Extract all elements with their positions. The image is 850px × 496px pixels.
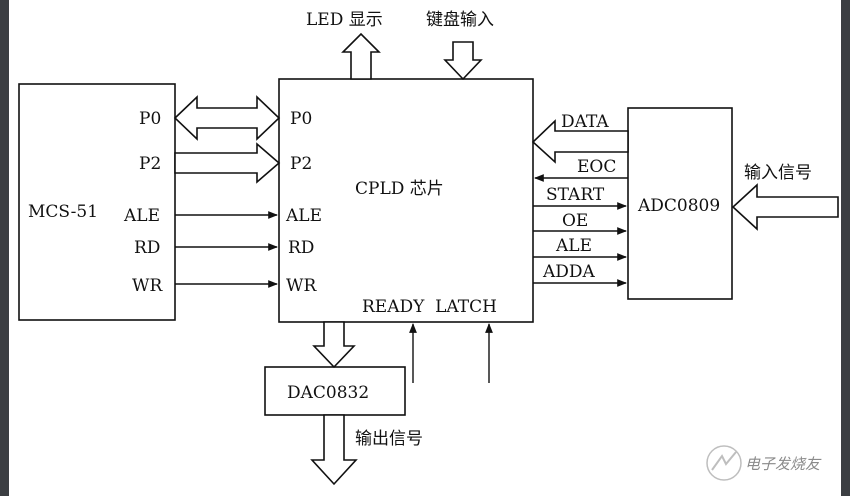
- adc-oe-label: OE: [562, 211, 588, 231]
- watermark-text: 电子发烧友: [745, 455, 822, 473]
- dac0832-label: DAC0832: [287, 383, 369, 403]
- p0-bus-arrow: [173, 95, 281, 141]
- data-bus-arrow: [531, 119, 629, 164]
- keyboard-input-arrow: [443, 41, 483, 81]
- adc0809-block: [627, 107, 733, 300]
- led-output-arrow: [341, 32, 381, 80]
- mcs-ale-label: ALE: [123, 206, 160, 226]
- cpld-ready-latch-label: READY LATCH: [362, 297, 497, 317]
- cpld-p2-label: P2: [290, 154, 312, 174]
- cpld-ale-label: ALE: [285, 206, 322, 226]
- p2-bus-arrow: [174, 142, 281, 184]
- adc-eoc-label: EOC: [577, 157, 616, 177]
- led-display-label: LED 显示: [306, 10, 383, 30]
- input-signal-label: 输入信号: [744, 163, 812, 183]
- watermark-logo: [706, 445, 742, 481]
- adc-start-label: START: [546, 185, 605, 205]
- adc0809-label: ADC0809: [637, 196, 720, 216]
- cpld-wr-label: WR: [286, 276, 317, 296]
- mcs-p2-label: P2: [139, 154, 161, 174]
- mcs-wr-label: WR: [132, 276, 163, 296]
- cpld-block: [278, 78, 534, 323]
- right-frame-edge: [841, 0, 850, 496]
- mcs51-label: MCS-51: [28, 202, 98, 222]
- adc-adda-label: ADDA: [542, 262, 596, 282]
- cpld-to-dac-arrow: [312, 321, 356, 369]
- cpld-rd-label: RD: [288, 238, 314, 258]
- keyboard-input-label: 键盘输入: [426, 10, 494, 30]
- adc-data-label: DATA: [561, 112, 609, 132]
- mcs-p0-label: P0: [139, 109, 161, 129]
- adc-ale-label: ALE: [555, 236, 592, 256]
- left-frame-edge: [0, 0, 9, 496]
- input-signal-arrow: [731, 183, 839, 231]
- mcs-rd-label: RD: [134, 238, 160, 258]
- cpld-label: CPLD 芯片: [355, 179, 444, 199]
- dac-output-arrow: [310, 414, 358, 486]
- cpld-p0-label: P0: [290, 109, 312, 129]
- output-signal-label: 输出信号: [355, 429, 423, 449]
- mcs51-block: [18, 83, 176, 321]
